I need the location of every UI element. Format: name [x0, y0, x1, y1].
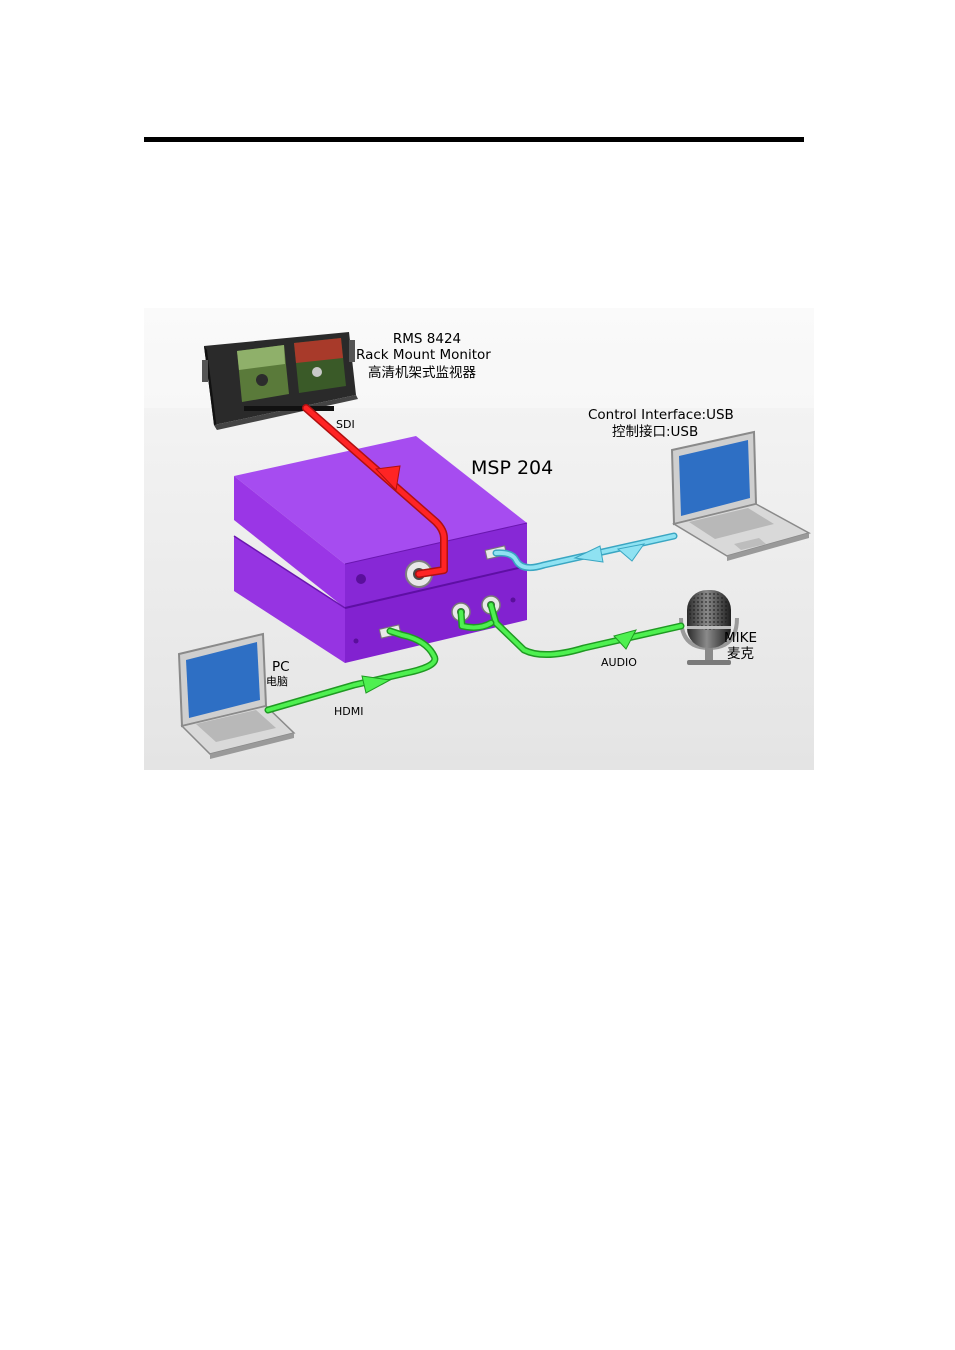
audio-cable-label: AUDIO: [601, 657, 637, 670]
header-rule: [144, 137, 804, 142]
control-interface-label: Control Interface:USB: [588, 408, 734, 424]
control-interface-cn-label: 控制接口:USB: [612, 425, 698, 441]
pc-cn-label: 电脑: [266, 676, 288, 689]
monitor-name-label: Rack Mount Monitor: [356, 348, 491, 364]
monitor-cn-label: 高清机架式监视器: [368, 366, 476, 382]
sdi-cable-label: SDI: [336, 419, 355, 432]
pc-label: PC: [272, 660, 290, 676]
monitor-model-label: RMS 8424: [377, 332, 477, 348]
device-name-label: MSP 204: [471, 458, 553, 480]
mike-label: MIKE: [724, 631, 757, 647]
diagram-canvas: [144, 308, 814, 770]
connection-diagram: RMS 8424 Rack Mount Monitor 高清机架式监视器 SDI…: [144, 308, 814, 770]
mike-cn-label: 麦克: [727, 647, 754, 663]
hdmi-cable-label: HDMI: [334, 706, 363, 719]
